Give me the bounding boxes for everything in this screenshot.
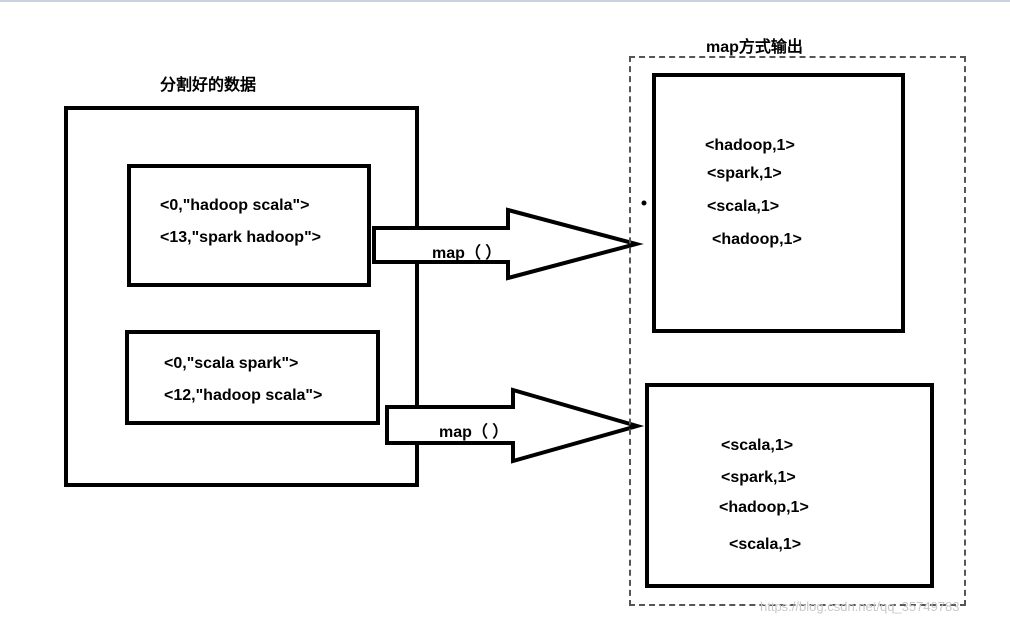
map-output-2-1: <scala,1> — [721, 437, 794, 454]
split-data-outer-box — [64, 106, 419, 487]
map-output-1-1: <hadoop,1> — [705, 137, 795, 154]
map-arrow-bottom — [385, 387, 645, 464]
dot-marker — [641, 200, 647, 206]
split-record-2: <13,"spark hadoop"> — [160, 229, 322, 246]
left-title: 分割好的数据 — [160, 77, 257, 94]
map-output-block-2 — [645, 383, 934, 588]
split-record-3: <0,"scala spark"> — [164, 355, 299, 372]
map-output-block-1 — [652, 73, 905, 333]
map-output-2-3: <hadoop,1> — [719, 499, 809, 516]
map-arrow-top — [372, 207, 644, 281]
map-label-bottom: map（ ） — [439, 424, 509, 441]
map-output-2-2: <spark,1> — [721, 469, 796, 486]
split-data-block-2 — [125, 330, 380, 425]
split-record-4: <12,"hadoop scala"> — [164, 387, 323, 404]
split-record-1: <0,"hadoop scala"> — [160, 197, 310, 214]
split-data-block-1 — [127, 164, 371, 287]
map-output-1-2: <spark,1> — [707, 165, 782, 182]
watermark: https://blog.csdn.net/qq_35749783 — [760, 599, 960, 614]
map-output-outer-box — [629, 56, 966, 606]
map-output-1-4: <hadoop,1> — [712, 231, 802, 248]
map-label-top: map（ ） — [432, 245, 502, 262]
top-border-line — [0, 0, 1010, 2]
map-output-1-3: <scala,1> — [707, 198, 780, 215]
map-output-2-4: <scala,1> — [729, 536, 802, 553]
right-title: map方式输出 — [706, 39, 803, 56]
